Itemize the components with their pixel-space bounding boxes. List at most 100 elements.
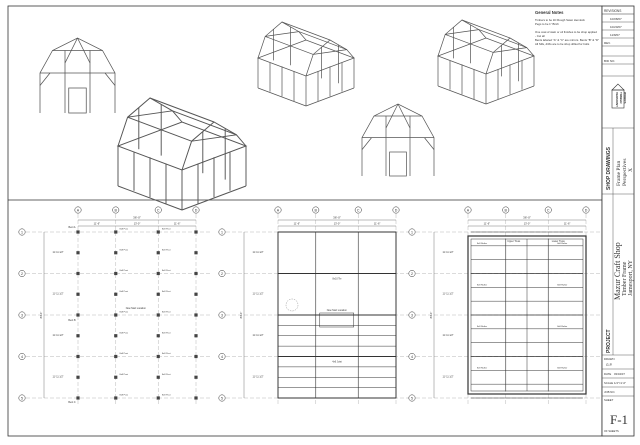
grid-label-row: 3 xyxy=(221,313,223,317)
grid-bubble-col xyxy=(354,206,362,214)
post-tag: 8x8 Post xyxy=(120,311,129,314)
post-marker xyxy=(194,313,198,317)
dim-part: 11'-6" xyxy=(94,222,100,226)
rev-no-label: REV. xyxy=(604,41,611,45)
perspective-bent-end xyxy=(39,37,116,114)
dim-side: 11'-11 1/2" xyxy=(52,334,63,337)
revisions-label: REVISIONS xyxy=(604,9,621,13)
post-marker xyxy=(114,230,118,234)
dim-side: 11'-11 1/2" xyxy=(52,292,63,295)
dim-overall: 84'-0" xyxy=(39,312,43,319)
grid-bubble-col xyxy=(274,206,282,214)
rev-date: 10/08/07 xyxy=(610,17,622,21)
dim-side: 11'-11 1/2" xyxy=(442,334,453,337)
project-name-line: Jamesport, NY xyxy=(628,259,634,296)
bid-no-label: BID NO. xyxy=(604,59,615,63)
grid-label-col: A xyxy=(77,208,80,212)
grid-bubble-row xyxy=(218,353,226,360)
grid-label-row: 1 xyxy=(221,230,223,234)
dim-side: 11'-11 1/2" xyxy=(52,251,63,254)
callout: 8x8 Rafter xyxy=(477,284,487,287)
post-tag: 8x8 Post xyxy=(120,290,129,293)
grid-label-col: A xyxy=(467,208,470,212)
dim-side: 11'-11 1/2" xyxy=(252,334,263,337)
callout: 8x10 Tie xyxy=(332,278,342,281)
perspective-frame-right xyxy=(437,19,535,105)
grid-label-row: 4 xyxy=(21,355,23,359)
post-tag: 8x8 Post xyxy=(120,248,129,251)
callout: 8x8 Rafter xyxy=(557,284,567,287)
dim-part: 11'-6" xyxy=(294,222,300,226)
notes-line: Pegs to be 1" Birch xyxy=(535,22,559,26)
dim-side: 11'-11 1/2" xyxy=(52,375,63,378)
notes-line: All Sills, drifts are to be shop drilled… xyxy=(535,42,590,46)
grid-label-col: C xyxy=(547,208,550,212)
dim-overall: 84'-0" xyxy=(239,312,243,319)
sheet-title-line: Frame Plan xyxy=(616,161,622,186)
grid-label-row: 3 xyxy=(411,313,413,317)
dim-part: 13'-0" xyxy=(134,222,141,226)
title-block: REVISIONS 10/08/07 10/20/07 11/8/07 REV.… xyxy=(601,5,635,437)
dim-side: 11'-11 1/2" xyxy=(442,375,453,378)
dim-part: 11'-6" xyxy=(374,222,380,226)
post-marker xyxy=(114,271,118,276)
grid-bubble-row xyxy=(18,353,26,360)
notes-line: Bents labeled "A" & "C" are mirrors. Ben… xyxy=(535,38,599,42)
post-marker xyxy=(76,354,80,359)
callout: 8x8 Rafter xyxy=(477,367,487,370)
grid-bubble-row xyxy=(218,270,226,277)
rev-date: 10/20/07 xyxy=(610,25,622,29)
grid-bubble-row xyxy=(218,228,226,236)
grid-label-row: 1 xyxy=(21,230,23,234)
project-label: PROJECT xyxy=(606,329,612,353)
post-marker xyxy=(114,313,118,317)
grid-bubble-row xyxy=(408,353,416,360)
dim-side: 11'-11 1/2" xyxy=(252,292,263,295)
company-logo: VERMONT TIMBER WORKS xyxy=(611,83,627,109)
dim-part: 11'-6" xyxy=(564,222,570,226)
grid-bubble-row xyxy=(218,394,226,402)
grid-bubble-row xyxy=(18,228,26,236)
general-notes: General Notes Timbers to be 1D Rough Saw… xyxy=(535,10,599,46)
sheet-title-line: Perspectives xyxy=(622,159,628,187)
dim-total: 36'-0" xyxy=(133,216,141,220)
post-marker xyxy=(156,251,160,255)
sheet-of: OF SHEETS xyxy=(604,429,619,433)
perspective-frame-low xyxy=(117,97,247,211)
post-marker xyxy=(156,230,160,234)
rev-date: 11/8/07 xyxy=(610,33,620,37)
post-marker xyxy=(76,251,80,255)
grid-label-row: 2 xyxy=(21,272,23,276)
grid-bubble-row xyxy=(218,311,226,319)
post-marker xyxy=(194,396,198,400)
grid-label-col: C xyxy=(157,208,160,212)
callout: Bent B xyxy=(68,319,76,322)
post-tag: 8x8 Post xyxy=(162,331,171,334)
post-tag: 8x8 Post xyxy=(162,373,171,376)
post-marker xyxy=(156,396,160,400)
logo-line: WORKS xyxy=(623,92,627,104)
notes-title: General Notes xyxy=(535,10,564,15)
post-tag: 8x8 Post xyxy=(120,269,129,272)
callout: Bent C xyxy=(68,401,76,404)
dim-part: 11'-6" xyxy=(174,222,180,226)
notes-line: One coat of stain or oil finishes to be … xyxy=(535,30,597,34)
post-marker xyxy=(76,396,80,400)
callout: Bent A xyxy=(68,226,75,229)
grid-bubble-row xyxy=(408,394,416,402)
scale-label: SCALE xyxy=(604,381,613,385)
sheet-number: F-1 xyxy=(610,412,628,427)
dim-side: 11'-11 1/2" xyxy=(252,375,263,378)
shop-drawings-label: SHOP DRAWINGS xyxy=(606,146,612,190)
grid-label-col: A xyxy=(277,208,280,212)
callout: 8x8 Rafter xyxy=(477,325,487,328)
project-name-line: Timber Frame xyxy=(622,261,628,296)
dim-total: 36'-0" xyxy=(523,216,531,220)
post-marker xyxy=(194,354,198,359)
grid-bubble-col xyxy=(312,206,320,214)
post-marker xyxy=(156,354,160,359)
